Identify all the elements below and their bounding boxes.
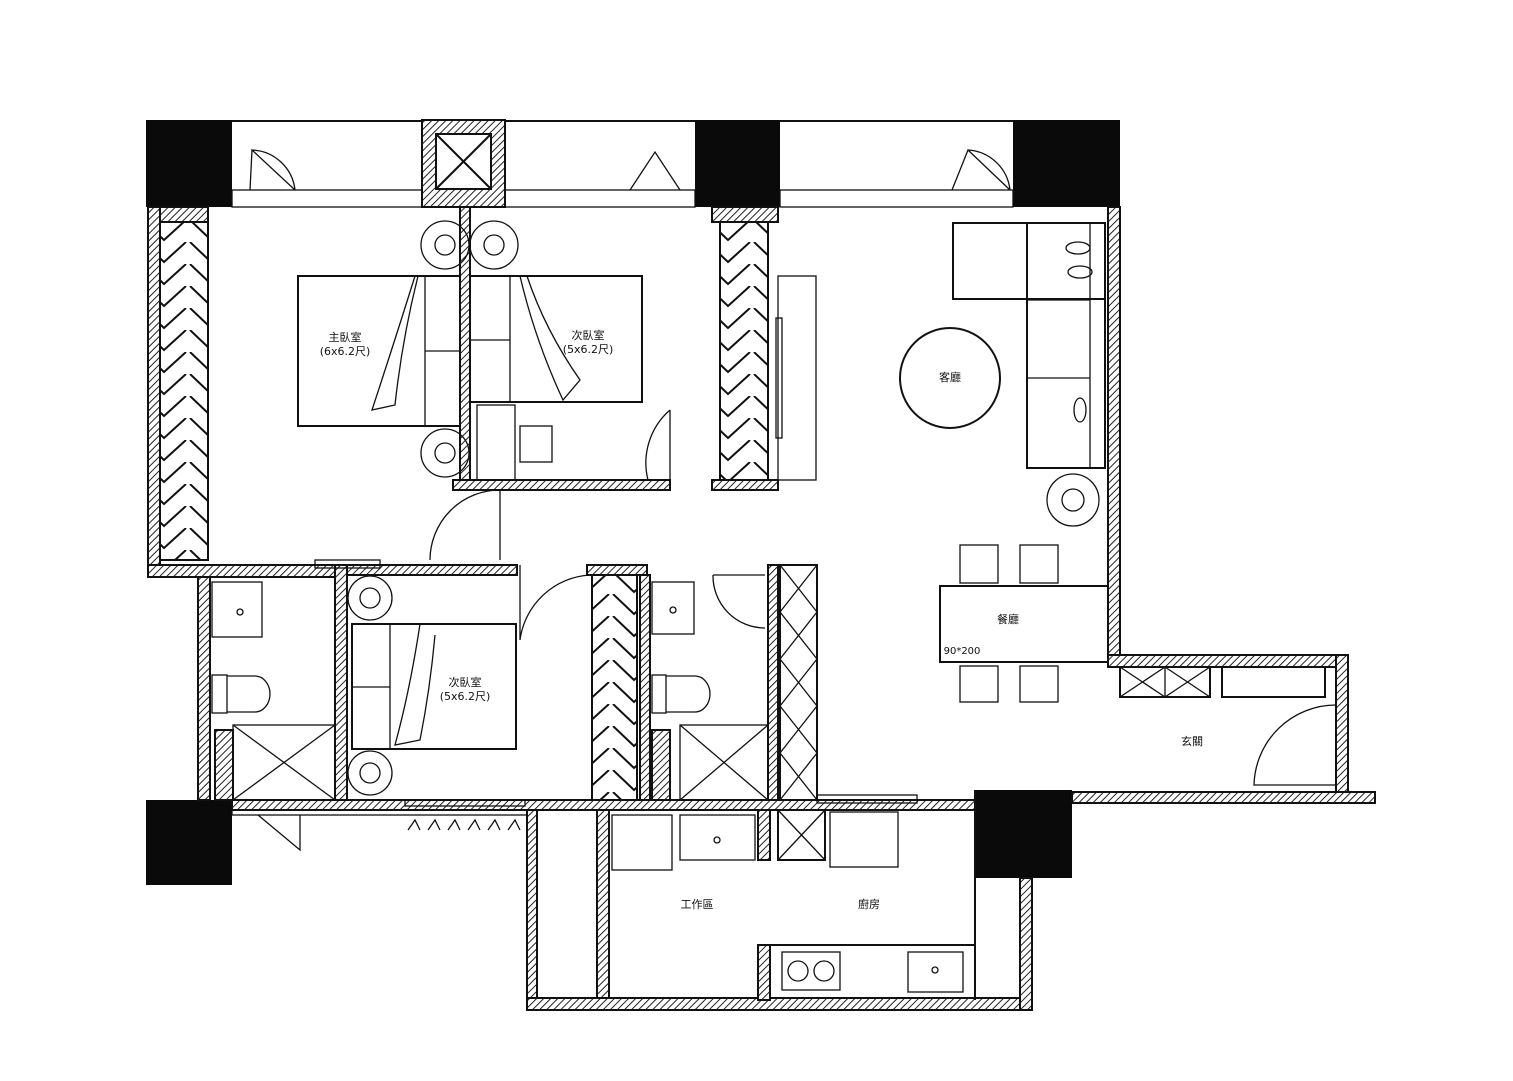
- wardrobes: [159, 221, 1326, 861]
- kitchen-fixtures: [407, 811, 964, 993]
- pillar: [695, 120, 780, 207]
- bedside-lamps: [347, 220, 1100, 796]
- second-bedroom-bottom-label: 次臥室(5x6.2尺): [440, 676, 491, 704]
- pillar: [146, 120, 232, 207]
- work-area-label: 工作區: [680, 898, 714, 911]
- bathroom-right: [651, 581, 769, 801]
- doors: [314, 409, 1337, 807]
- tv-cabinet: [775, 275, 817, 481]
- duct-shaft: [421, 119, 506, 208]
- dining-table: [939, 544, 1109, 703]
- room-name: 次臥室: [448, 676, 482, 689]
- room-size: (5x6.2尺): [439, 690, 491, 703]
- room-name: 次臥室: [571, 329, 605, 342]
- pillar: [146, 800, 232, 885]
- pillar: [1013, 120, 1120, 207]
- room-size: (5x6.2尺): [562, 343, 614, 356]
- coffee-table: [899, 327, 1001, 429]
- second-bedroom-top-label: 次臥室(5x6.2尺): [563, 329, 614, 357]
- sofa: [952, 222, 1106, 469]
- master-bedroom-label: 主臥室(6x6.2尺): [320, 331, 371, 359]
- living-room-label: 客廳: [939, 371, 961, 384]
- second-bed-top: [469, 275, 643, 481]
- dining-table-size: 90*200: [943, 646, 981, 657]
- walls: [147, 206, 1376, 1011]
- entrance-label: 玄關: [1181, 735, 1203, 748]
- master-bed: [297, 275, 461, 427]
- kitchen-label: 廚房: [858, 898, 880, 911]
- bathroom-left: [211, 581, 336, 801]
- room-name: 主臥室: [328, 331, 362, 344]
- second-bed-bottom: [351, 623, 517, 750]
- pillar: [975, 790, 1072, 878]
- room-size: (6x6.2尺): [319, 345, 371, 358]
- dining-room-label: 餐廳: [997, 613, 1019, 626]
